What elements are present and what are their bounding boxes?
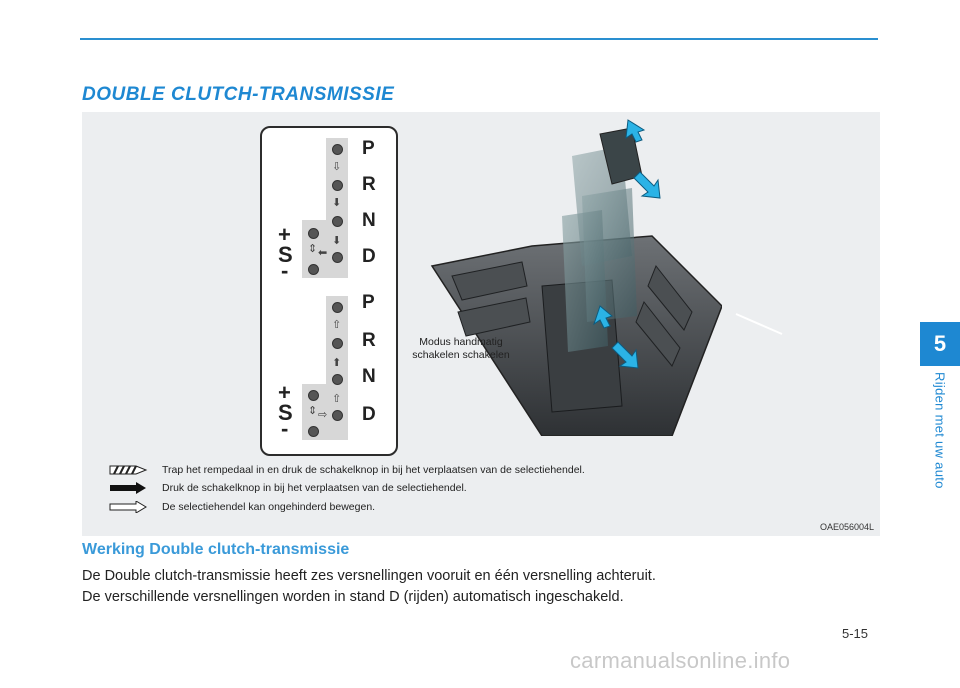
body-paragraph: De verschillende versnellingen worden in… [82,589,624,605]
chapter-tab[interactable]: 5 [920,322,960,366]
gear-shift-figure: ⇩ ⬇ ⬇ ⬅ ⇕ ⇧ ⬆ ⇧ ⇨ ⇕ P R N D P R N D + S … [82,112,880,536]
chapter-number: 5 [933,331,947,356]
solid-arrow-icon: ⬆ [332,357,342,369]
solid-arrow-icon: ⬇ [332,235,342,247]
gate-dot [308,426,319,437]
hatched-arrow-icon: ⇩ [332,161,342,173]
gear-label-n: N [362,210,376,231]
gate-dot [332,410,343,421]
outline-arrow-icon: ⇕ [308,405,318,417]
solid-arrow-icon: ⬅ [318,247,328,259]
legend-text: Trap het rempedaal in en druk de schakel… [162,464,585,476]
outline-arrow-icon: ⇧ [332,319,342,331]
gate-dot [332,338,343,349]
sport-plus-label: + [278,380,291,405]
legend-row: Druk de schakelknop in bij het verplaats… [108,482,467,494]
watermark: carmanualsonline.info [570,648,791,673]
decorative-line [735,313,783,335]
gear-console-illustration [430,119,722,436]
gate-dot [332,216,343,227]
section-title: DOUBLE CLUTCH-TRANSMISSIE [82,84,395,105]
solid-arrow-icon [110,482,146,494]
manual-mode-callout: Modus handmatig schakelen schakelen [412,336,510,361]
gear-label-r: R [362,330,376,351]
gate-dot [332,180,343,191]
body-paragraph: De Double clutch-transmissie heeft zes v… [82,568,656,584]
outline-arrow-icon: ⇕ [308,243,318,255]
outline-arrow-icon: ⇧ [332,393,342,405]
gate-dot [308,390,319,401]
legend-text: De selectiehendel kan ongehinderd bewege… [162,501,376,513]
chapter-label: Rijden met uw auto [932,372,948,489]
hatched-arrow-icon [109,465,148,475]
gear-label-d: D [362,246,376,267]
legend-row: Trap het rempedaal in en druk de schakel… [108,464,585,476]
gear-label-r: R [362,174,376,195]
gate-dot [308,264,319,275]
page-number: 5-15 [842,626,869,641]
subsection-title: Werking Double clutch-transmissie [82,541,350,558]
gear-label-n: N [362,366,376,387]
outline-arrow-icon [109,501,147,513]
sport-mode-label: S [278,400,293,425]
gate-dot [332,302,343,313]
sport-mode-label: S [278,242,293,267]
top-rule [80,38,878,40]
figure-code: OAE056004L [819,522,874,532]
legend-row: De selectiehendel kan ongehinderd bewege… [108,501,375,513]
gear-label-p: P [362,292,375,313]
gear-label-d: D [362,404,376,425]
sport-minus-label: - [281,258,289,283]
gate-dot [308,228,319,239]
gate-dot [332,374,343,385]
sport-plus-label: + [278,222,291,247]
gate-dot [332,144,343,155]
solid-arrow-icon: ⬇ [332,197,342,209]
gate-dot [332,252,343,263]
outline-arrow-icon: ⇨ [318,409,328,421]
sport-minus-label: - [281,416,289,441]
legend-text: Druk de schakelknop in bij het verplaats… [162,482,467,494]
gear-label-p: P [362,138,375,159]
shift-pattern-diagram: ⇩ ⬇ ⬇ ⬅ ⇕ ⇧ ⬆ ⇧ ⇨ ⇕ P R N D P R N D + S … [260,126,398,456]
